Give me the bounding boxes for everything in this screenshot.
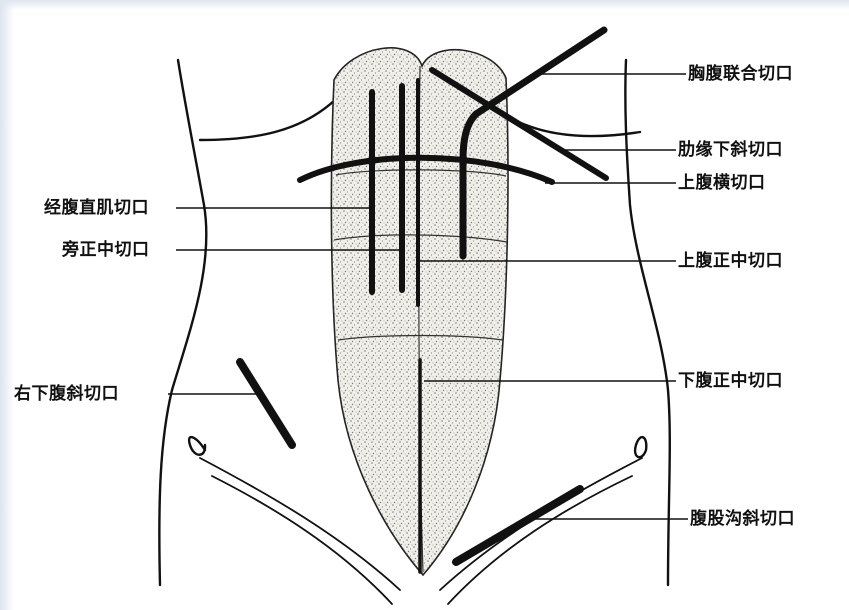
torso-right-contour [625,60,669,585]
left-inguinal-line-2 [212,476,392,604]
label-right-lower-oblique: 右下腹斜切口 [14,384,119,404]
right-inguinal-line-2 [448,476,632,604]
left-iliac-crest [189,437,205,455]
label-thoracoabdominal: 胸腹联合切口 [688,64,793,84]
torso-left-contour [159,60,206,585]
label-inguinal-oblique: 腹股沟斜切口 [690,509,795,529]
label-subcostal-oblique: 肋缘下斜切口 [678,140,783,160]
inguinal-oblique-incision [456,489,580,562]
right-lower-oblique-incision [240,362,292,445]
label-upper-midline: 上腹正中切口 [678,251,783,271]
label-paramedian: 旁正中切口 [62,240,150,260]
left-costal-margin [200,100,335,140]
label-transrectus: 经腹直肌切口 [44,198,149,218]
label-upper-transverse: 上腹横切口 [678,173,766,193]
label-lower-midline: 下腹正中切口 [678,371,783,391]
right-iliac-crest [635,437,646,457]
